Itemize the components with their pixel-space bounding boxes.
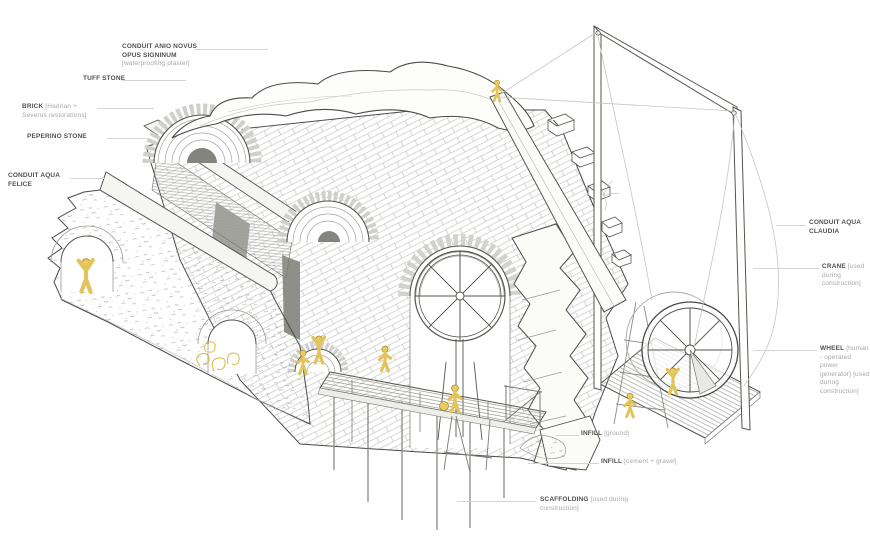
label-text: INFILL — [601, 458, 623, 465]
label-brick: BRICK [Hadrian + Severus restorations] — [22, 103, 102, 120]
label-note: [used during construction] — [540, 496, 629, 512]
label-peperino-stone: PEPERINO STONE — [27, 133, 87, 142]
leader-scaffolding — [457, 501, 536, 502]
label-text: INFILL — [581, 430, 603, 437]
label-tuff-stone: TUFF STONE — [83, 75, 125, 84]
scaffold-railing — [443, 385, 543, 473]
label-text: TUFF STONE — [83, 75, 126, 82]
label-text: BRICK — [22, 103, 44, 110]
label-wheel: WHEEL [human - operated power generator]… — [820, 345, 870, 397]
bucket — [439, 401, 449, 411]
scroll-ornament — [196, 341, 240, 372]
crane-ropes — [498, 31, 779, 387]
ground-infill-mound — [519, 435, 566, 459]
crane-top-beam — [593, 25, 738, 117]
conduit-anio-novus-mound — [171, 61, 535, 139]
felice-arch-2 — [197, 309, 267, 374]
label-note: [used during construction] — [822, 263, 865, 288]
leader-wheel — [753, 350, 817, 351]
broken-pier — [511, 223, 601, 471]
label-infill-cement: INFILL [cement + gravel] — [601, 458, 711, 467]
crane — [489, 25, 779, 445]
label-text: CONDUIT AQUA CLAUDIA — [809, 219, 861, 235]
crane-boom — [489, 91, 627, 313]
label-text: CONDUIT AQUA FELICE — [8, 172, 60, 188]
label-conduit-anio-novus: CONDUIT ANIO NOVUS OPUS SIGNINUM [waterp… — [122, 43, 212, 69]
leader-conduit-aqua-claudia — [776, 225, 806, 226]
label-infill-ground: INFILL [ground] — [581, 430, 671, 439]
leader-crane — [753, 268, 819, 269]
crane-left-post — [593, 25, 602, 391]
scaffolding — [317, 371, 547, 530]
leader-brick — [97, 108, 154, 109]
label-text: CONDUIT ANIO NOVUS — [122, 43, 198, 50]
leader-infill-ground — [556, 435, 579, 436]
label-text: SCAFFOLDING — [540, 496, 589, 503]
brick-panel — [151, 149, 293, 279]
leader-conduit-aqua-felice — [70, 178, 104, 179]
label-text: PEPERINO STONE — [27, 133, 87, 140]
crane-right-post — [732, 106, 751, 431]
leader-conduit-anio-novus — [194, 49, 268, 50]
label-note: [ground] — [602, 430, 630, 437]
leader-peperino-stone — [107, 138, 147, 139]
leader-tuff-stone — [122, 80, 186, 81]
label-note: [human - operated power generator] [used… — [820, 345, 870, 395]
brick-arch-2 — [277, 191, 379, 243]
pulley-hole — [595, 30, 601, 36]
label-crane: CRANE [used during construction] — [822, 263, 869, 289]
label-text: OPUS SIGNINUM — [122, 51, 177, 59]
leader-infill-cement — [528, 463, 599, 464]
label-note: [Hadrian + Severus restorations] — [22, 103, 87, 119]
treadwheel — [641, 301, 739, 399]
label-conduit-aqua-felice: CONDUIT AQUA FELICE — [8, 172, 70, 189]
label-note: [waterproofing plaster] — [122, 60, 190, 68]
label-scaffolding: SCAFFOLDING [used during construction] — [540, 496, 638, 513]
label-note: [cement + gravel] — [622, 458, 677, 465]
label-text: CRANE — [822, 263, 846, 270]
worker-figures — [79, 78, 680, 419]
label-text: WHEEL — [820, 345, 845, 352]
felice-top-band — [99, 171, 278, 292]
label-conduit-aqua-claudia: CONDUIT AQUA CLAUDIA — [809, 219, 869, 236]
